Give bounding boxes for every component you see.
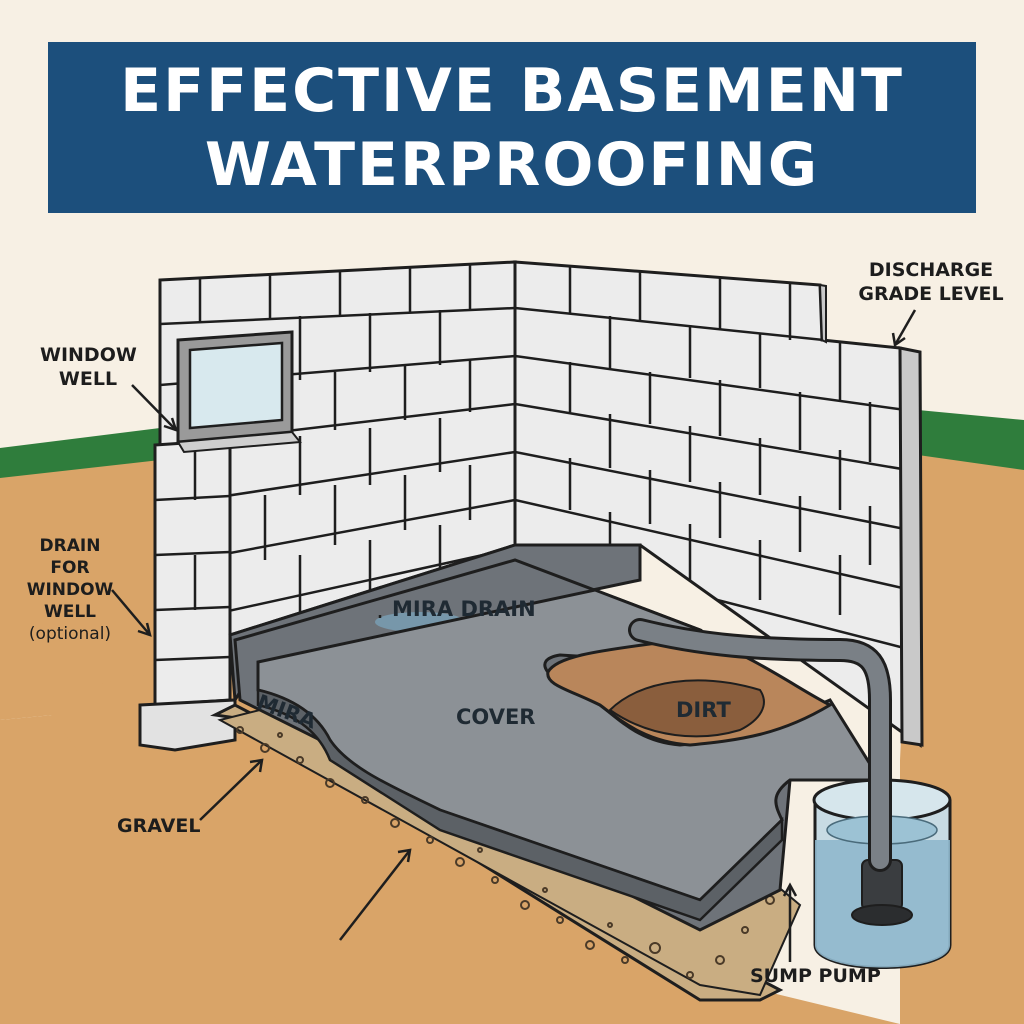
window-icon <box>176 330 302 454</box>
window-well-label: WINDOW WELL <box>40 343 137 391</box>
title-banner: EFFECTIVE BASEMENT WATERPROOFING <box>48 42 976 213</box>
discharge-pipe-icon <box>628 618 892 872</box>
discharge-grade-label: DISCHARGE GRADE LEVEL <box>855 258 1007 306</box>
title-line-2: WATERPROOFING <box>204 129 820 200</box>
title-line-1: EFFECTIVE BASEMENT <box>120 55 904 126</box>
sump-pump-label: SUMP PUMP <box>750 965 881 987</box>
gravel-label: GRAVEL <box>117 815 201 837</box>
window-well-line-2: WELL <box>58 368 118 390</box>
discharge-line-2: GRADE LEVEL <box>858 283 1004 305</box>
cover-label: COVER <box>456 705 536 729</box>
grass-left <box>0 428 160 478</box>
dirt-label: DIRT <box>676 698 731 722</box>
drain-line-5: (optional) <box>28 624 112 644</box>
pointer-arrows <box>111 309 917 962</box>
drain-line-2: FOR <box>50 558 90 578</box>
discharge-line-1: DISCHARGE <box>868 259 994 281</box>
right-block-wall <box>513 260 924 749</box>
drain-window-well-label: DRAIN FOR WINDOW WELL (optional) <box>24 535 116 645</box>
mira-drain-label: MIRA DRAIN <box>392 597 536 621</box>
drain-line-1: DRAIN <box>39 536 101 556</box>
grass-right <box>918 410 1024 470</box>
window-well-line-1: WINDOW <box>40 344 137 366</box>
drain-line-4: WELL <box>43 602 97 622</box>
drain-line-3: WINDOW <box>26 580 114 600</box>
sump-pump-icon <box>812 778 952 969</box>
